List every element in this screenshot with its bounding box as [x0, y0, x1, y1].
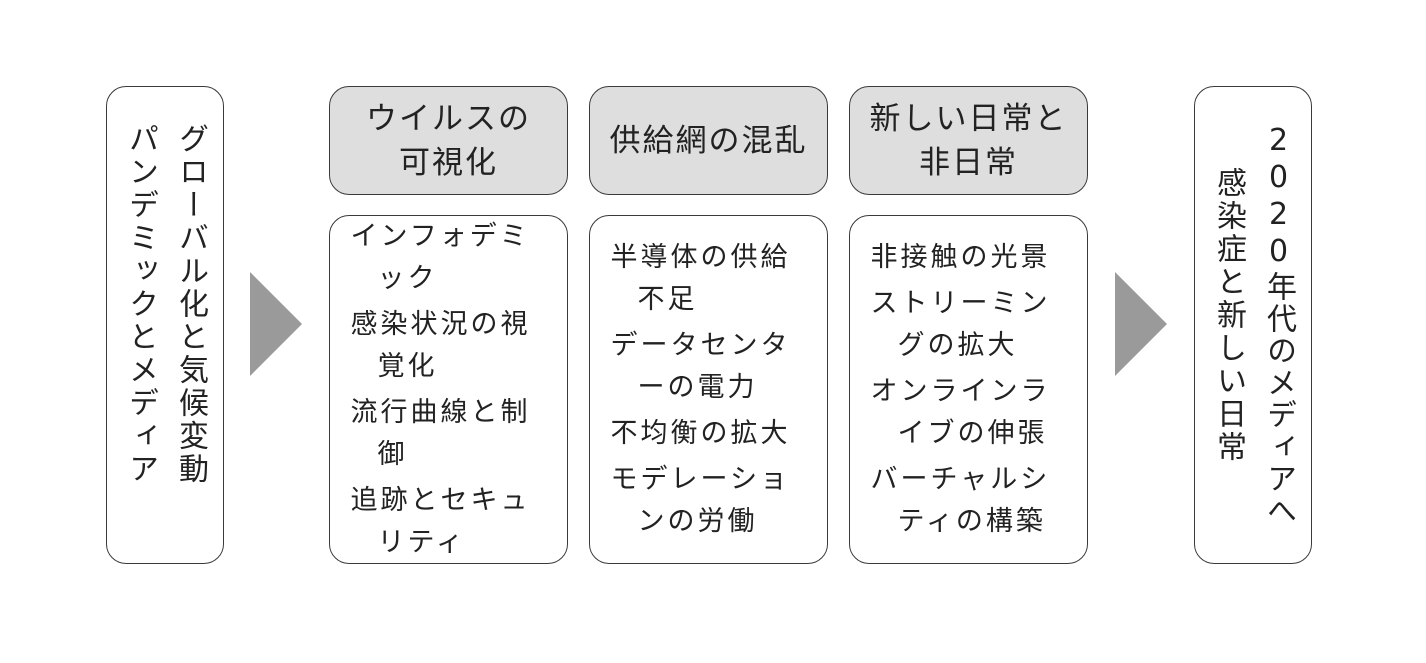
column-1-header-line-1: ウイルスの: [366, 100, 531, 137]
column-1-item-4: 追跡とセキュリティ: [350, 484, 531, 558]
column-1-item-1: インフォデミック: [350, 220, 530, 294]
column-2-header-line-1: 供給網の混乱: [609, 122, 808, 159]
column-3-header: 新しい日常と 非日常: [849, 86, 1088, 195]
right-theme-box: 感染症と新しい日常 2020年代のメディアへ: [1194, 86, 1312, 564]
column-2-item-4: モデレーションの労働: [610, 463, 790, 537]
left-theme-box: パンデミックとメディア グローバル化と気候変動: [106, 86, 224, 564]
column-3-item-4: バーチャルシティの構築: [870, 463, 1051, 537]
column-2-header: 供給網の混乱: [589, 86, 828, 195]
column-3-item-1: 非接触の光景: [870, 241, 1051, 273]
arrow-right-icon: [250, 272, 302, 376]
column-2-list: 半導体の供給不足 データセンターの電力 不均衡の拡大 モデレーションの労働: [589, 215, 828, 564]
column-3-header-line-2: 非日常: [919, 144, 1018, 181]
column-2-item-2: データセンターの電力: [610, 329, 791, 403]
column-1-list: インフォデミック 感染状況の視覚化 流行曲線と制御 追跡とセキュリティ: [329, 215, 568, 564]
left-theme-line-1: パンデミックとメディア: [123, 123, 158, 486]
column-2-item-3: 不均衡の拡大: [610, 417, 791, 449]
arrow-right-icon: [1115, 272, 1167, 376]
column-1-header: ウイルスの 可視化: [329, 86, 568, 195]
column-3-list: 非接触の光景 ストリーミングの拡大 オンラインライブの伸張 バーチャルシティの構…: [849, 215, 1088, 564]
column-1-header-line-2: 可視化: [399, 144, 498, 181]
column-3-item-2: ストリーミングの拡大: [870, 287, 1051, 361]
right-theme-line-1: 感染症と新しい日常: [1211, 167, 1246, 464]
column-3-item-3: オンラインライブの伸張: [870, 375, 1051, 449]
right-theme-line-2: 2020年代のメディアへ: [1261, 123, 1296, 527]
column-1-item-2: 感染状況の視覚化: [350, 308, 531, 382]
column-3-header-line-1: 新しい日常と: [869, 100, 1068, 137]
left-theme-line-2: グローバル化と気候変動: [173, 123, 208, 486]
column-1-item-3: 流行曲線と制御: [350, 396, 531, 470]
column-2-item-1: 半導体の供給不足: [610, 241, 791, 315]
